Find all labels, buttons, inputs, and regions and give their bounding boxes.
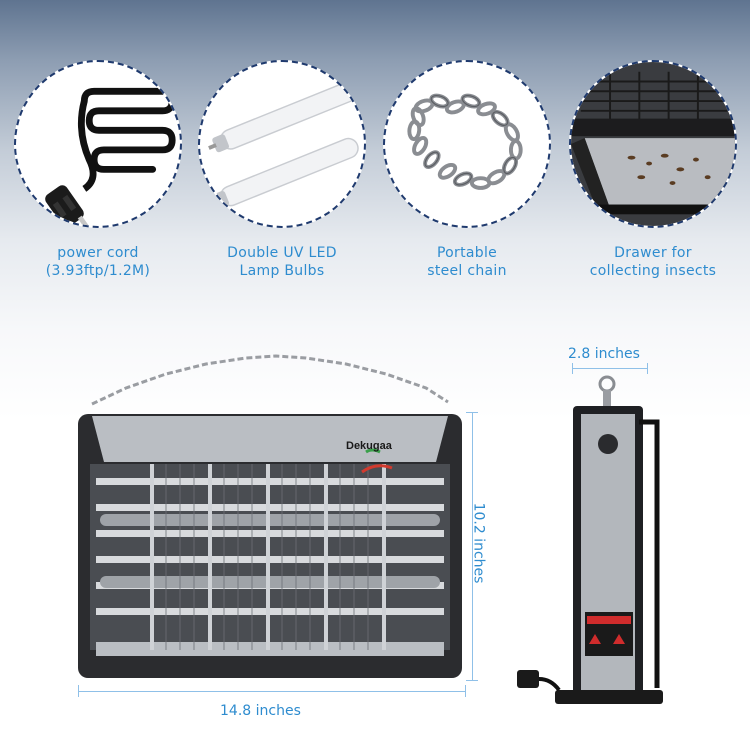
power-cord-icon — [45, 87, 176, 226]
caption-line-2: steel chain — [427, 263, 507, 279]
width-dimension-line — [78, 691, 466, 692]
width-dimension-tick-left — [78, 685, 79, 697]
height-dimension-tick-top — [466, 412, 478, 413]
depth-dimension-tick-left — [572, 363, 573, 374]
feature-power-cord: power cord (3.93ftp/1.2M) — [14, 60, 182, 290]
feature-uv-bulbs: Double UV LED Lamp Bulbs — [198, 60, 366, 290]
zapper-side-view — [515, 372, 670, 712]
uv-led-bulbs-icon — [208, 81, 359, 209]
depth-label: 2.8 inches — [568, 346, 640, 362]
height-dimension-line — [472, 412, 473, 680]
zapper-side-illustration — [517, 375, 663, 704]
steel-chain-icon — [407, 93, 523, 190]
zapper-front-view: Dekugaa — [76, 352, 466, 680]
depth-dimension-line — [572, 368, 648, 369]
caption-line-1: Drawer for — [614, 245, 692, 261]
height-label: 10.2 inches — [470, 502, 487, 584]
depth-dimension-tick-right — [647, 363, 648, 374]
zapper-front-illustration — [78, 354, 462, 678]
caption-line-1: Double UV LED — [227, 245, 337, 261]
height-dimension-tick-bottom — [466, 680, 478, 681]
width-label: 14.8 inches — [220, 703, 301, 719]
insect-drawer-icon — [571, 62, 735, 226]
caption-line-2: collecting insects — [589, 263, 717, 279]
feature-drawer: Drawer for collecting insects — [569, 60, 737, 290]
feature-caption: Drawer for collecting insects — [554, 244, 750, 280]
feature-caption: Portable steel chain — [368, 244, 566, 280]
steel-chain-circle — [383, 60, 551, 228]
power-cord-circle — [14, 60, 182, 228]
feature-steel-chain: Portable steel chain — [383, 60, 551, 290]
brand-logo: Dekugaa — [346, 440, 392, 452]
caption-line-2: (3.93ftp/1.2M) — [45, 263, 151, 279]
caption-line-1: Portable — [436, 245, 498, 261]
width-dimension-tick-right — [465, 685, 466, 697]
caption-line-1: power cord — [57, 245, 139, 261]
uv-bulbs-circle — [198, 60, 366, 228]
drawer-circle — [569, 60, 737, 228]
feature-caption: Double UV LED Lamp Bulbs — [183, 244, 381, 280]
feature-caption: power cord (3.93ftp/1.2M) — [0, 244, 197, 280]
caption-line-2: Lamp Bulbs — [239, 263, 325, 279]
